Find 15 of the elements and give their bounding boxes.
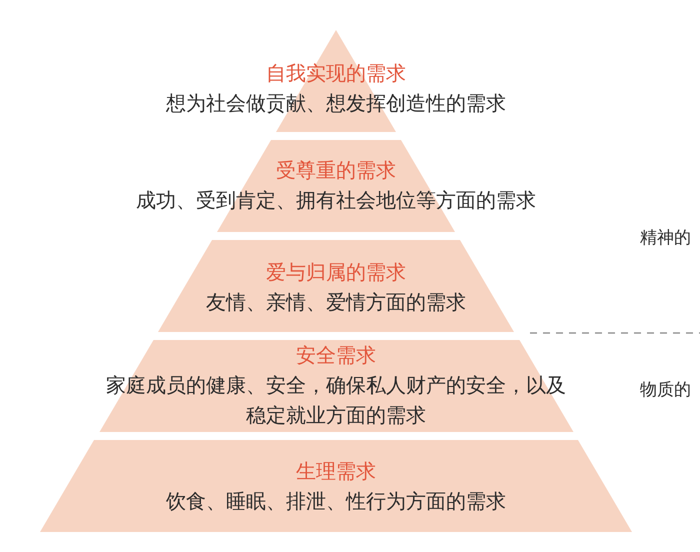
tier-description: 家庭成员的健康、安全，确保私人财产的安全，以及稳定就业方面的需求	[105, 372, 567, 429]
tier-description: 友情、亲情、爱情方面的需求	[206, 289, 466, 316]
side-label: 精神的	[640, 227, 691, 250]
tier-title: 爱与归属的需求	[266, 259, 406, 286]
tier-description: 想为社会做贡献、想发挥创造性的需求	[166, 90, 506, 117]
pyramid-tier	[40, 440, 632, 532]
tier-title: 受尊重的需求	[276, 157, 396, 184]
pyramid-tier	[98, 340, 574, 432]
side-label: 物质的	[640, 379, 691, 402]
tier-description: 饮食、睡眠、排泄、性行为方面的需求	[166, 488, 506, 515]
tier-description: 成功、受到肯定、拥有社会地位等方面的需求	[136, 187, 536, 214]
pyramid-tier	[158, 240, 514, 332]
tier-title: 生理需求	[296, 458, 376, 485]
tier-title: 安全需求	[296, 342, 376, 369]
tier-title: 自我实现的需求	[266, 60, 406, 87]
